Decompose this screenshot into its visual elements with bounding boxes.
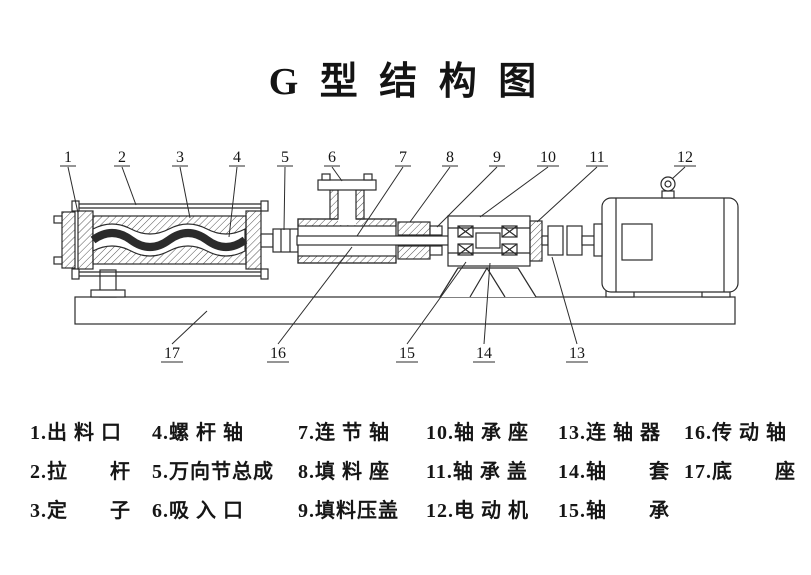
legend-item-13: 13.连 轴 器 <box>558 422 661 444</box>
legend-item-17: 17.底 座 <box>684 461 796 483</box>
connecting-drive-shaft <box>296 235 458 246</box>
pump-supports <box>90 266 537 298</box>
callout-7: 7 <box>399 149 407 166</box>
legend-row-2: 2.拉 杆 5.万向节总成 8.填 料 座 11.轴 承 盖 14.轴 套 17… <box>30 455 796 484</box>
callout-15: 15 <box>399 345 415 362</box>
legend-item-11: 11.轴 承 盖 <box>426 461 528 483</box>
legend-item-3: 3.定 子 <box>30 500 131 522</box>
callout-17: 17 <box>164 345 180 362</box>
leader-lines <box>67 166 686 345</box>
legend-item-12: 12.电 动 机 <box>426 500 529 522</box>
legend-item-6: 6.吸 入 口 <box>152 500 244 522</box>
coupling <box>541 225 603 256</box>
bearing-cover <box>529 220 543 262</box>
universal-joint <box>260 228 299 253</box>
legend-item-15: 15.轴 承 <box>558 500 670 522</box>
legend-item-14: 14.轴 套 <box>558 461 670 483</box>
callout-4: 4 <box>233 149 241 166</box>
screw-rotor <box>90 229 248 251</box>
base-plate <box>74 296 736 325</box>
shaft-sleeve <box>475 232 501 249</box>
callout-10: 10 <box>540 149 556 166</box>
legend-item-4: 4.螺 杆 轴 <box>152 422 244 444</box>
motor <box>593 176 739 293</box>
callout-11: 11 <box>589 149 604 166</box>
suction-housing <box>297 173 397 264</box>
callout-16: 16 <box>270 345 286 362</box>
page-title: G 型 结 构 图 <box>268 61 543 103</box>
callout-2: 2 <box>118 149 126 166</box>
legend-item-8: 8.填 料 座 <box>298 461 390 483</box>
legend-row-3: 3.定 子 6.吸 入 口 9.填料压盖 12.电 动 机 15.轴 承 <box>30 494 796 523</box>
callout-12: 12 <box>677 149 693 166</box>
legend-item-9: 9.填料压盖 <box>298 500 399 522</box>
legend-item-2: 2.拉 杆 <box>30 461 131 483</box>
stator-flange-left <box>77 210 94 270</box>
callout-9: 9 <box>493 149 501 166</box>
callout-5: 5 <box>281 149 289 166</box>
legend-item-10: 10.轴 承 座 <box>426 422 529 444</box>
callout-3: 3 <box>176 149 184 166</box>
stator-flange-right <box>245 210 262 270</box>
legend-row-1: 1.出 料 口 4.螺 杆 轴 7.连 节 轴 10.轴 承 座 13.连 轴 … <box>30 416 796 445</box>
legend-item-5: 5.万向节总成 <box>152 461 274 483</box>
callout-underlines <box>60 165 696 363</box>
parts-legend: 1.出 料 口 4.螺 杆 轴 7.连 节 轴 10.轴 承 座 13.连 轴 … <box>30 416 796 533</box>
packing-assembly <box>397 221 443 260</box>
bearings <box>457 225 518 256</box>
callouts: 1 2 3 4 5 6 7 8 9 10 11 12 13 14 15 16 1… <box>64 149 693 362</box>
callout-8: 8 <box>446 149 454 166</box>
outlet-port <box>53 211 76 269</box>
callout-1: 1 <box>64 149 72 166</box>
callout-13: 13 <box>569 345 585 362</box>
legend-item-7: 7.连 节 轴 <box>298 422 390 444</box>
callout-6: 6 <box>328 149 336 166</box>
legend-item-16: 16.传 动 轴 <box>684 422 787 444</box>
callout-14: 14 <box>476 345 492 362</box>
legend-item-1: 1.出 料 口 <box>30 422 122 444</box>
